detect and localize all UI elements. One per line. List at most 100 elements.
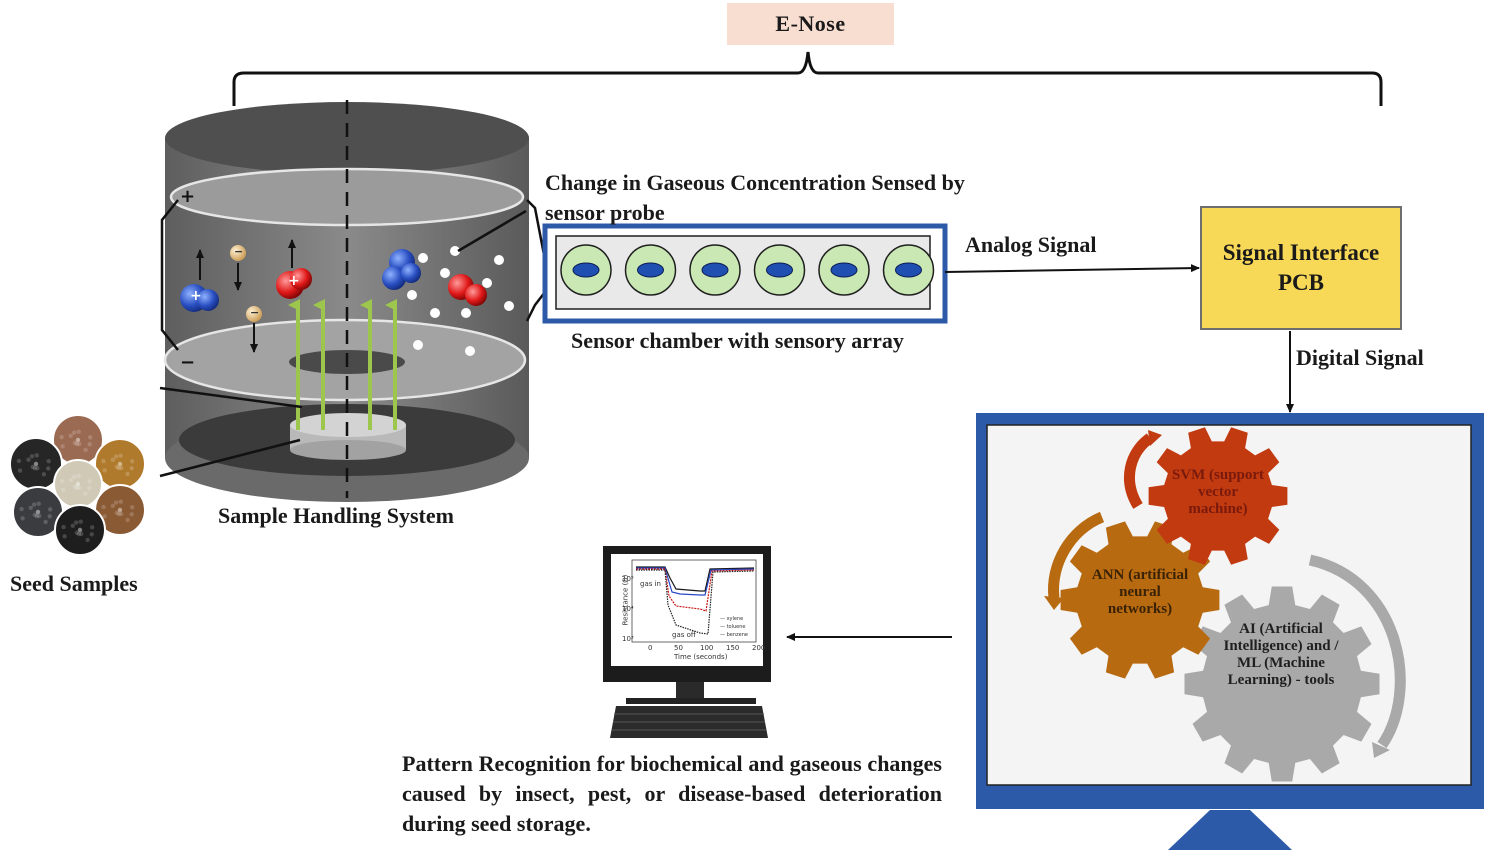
seed-grain: [72, 440, 78, 446]
gas-molecules: [180, 245, 514, 356]
seed-grain: [28, 505, 33, 511]
signal-interface-pcb: Signal Interface PCB: [1200, 206, 1402, 330]
cation-red-sign: +: [288, 273, 300, 289]
pointer-lines: [159, 199, 547, 478]
seed-grain: [78, 519, 83, 524]
plot-series-blue: [636, 567, 755, 596]
seed-grain: [68, 477, 74, 483]
seed-grain: [87, 442, 92, 447]
seed-grain: [83, 447, 88, 453]
seed-grain: [31, 502, 37, 507]
seed-grain: [116, 465, 122, 471]
seed-grain: [74, 441, 80, 447]
plot-gas-off: gas off: [672, 631, 696, 639]
seed-grain: [46, 466, 51, 471]
seed-grain: [110, 503, 115, 509]
plot-y-tick: 10⁵: [622, 575, 634, 583]
seed-grain: [113, 454, 119, 459]
ai-ml-gear-label: AI (Artificial Intelligence) and / ML (M…: [1223, 621, 1339, 688]
seed-grain: [77, 441, 82, 447]
seed-black-2: [54, 504, 106, 556]
plot-x-tick: 0: [648, 644, 653, 652]
sensor-core: [701, 262, 729, 278]
seed-grain: [125, 517, 130, 523]
seed-grain: [74, 530, 80, 536]
pcb-line1: Signal Interface: [1222, 240, 1380, 265]
cation-blue-sign: +: [190, 288, 202, 304]
seed-grain: [37, 513, 42, 519]
seed-grain: [33, 461, 39, 467]
seed-grain: [101, 458, 106, 464]
sensor-array: [560, 244, 935, 296]
seed-grain: [79, 531, 84, 537]
seed-grain: [129, 466, 134, 471]
seed-grain: [34, 453, 39, 458]
seed-grain: [61, 487, 66, 493]
sensor-chamber: [542, 223, 948, 324]
sensor-core: [766, 262, 793, 278]
seed-grain: [130, 459, 135, 464]
seed-grain: [70, 523, 75, 529]
seed-grain: [90, 525, 95, 530]
sensor-chamber-label: Sensor chamber with sensory array: [571, 328, 904, 353]
seed-grain: [29, 454, 35, 459]
seed-grain: [47, 514, 52, 519]
plus-sign-top: +: [180, 186, 196, 207]
seed-grain: [114, 510, 120, 516]
plot-xlabel: Time (seconds): [674, 653, 728, 661]
seed-grain: [33, 461, 39, 467]
seed-grain: [76, 531, 82, 537]
seed-grain: [113, 500, 119, 505]
seed-grain: [32, 512, 38, 518]
seed-grain: [83, 491, 88, 496]
seed-grain: [88, 435, 93, 440]
seed-grain: [75, 481, 81, 487]
sample-handling-label: Sample Handling System: [218, 503, 454, 528]
seed-grain: [110, 457, 115, 463]
seed-grain: [130, 505, 135, 510]
anion-sign-2: −: [250, 306, 260, 319]
seed-grain: [60, 479, 65, 484]
sensor-core: [830, 262, 858, 278]
enose-title: E-Nose: [727, 3, 894, 45]
seed-grain: [33, 461, 39, 467]
seed-grain: [35, 509, 41, 515]
seed-sample-cluster: [9, 414, 146, 556]
seed-grain: [73, 520, 79, 525]
seed-grain: [71, 430, 77, 435]
seed-grain: [101, 504, 106, 510]
seed-grain: [87, 485, 92, 491]
seed-grain: [72, 474, 77, 480]
plot-legend-item: — toluene: [720, 624, 746, 630]
plot-y-tick: 10³: [622, 635, 634, 643]
seed-grain: [85, 537, 90, 543]
seed-grain: [129, 512, 134, 517]
seed-grain: [68, 433, 73, 439]
cycle-arrows: [1044, 430, 1406, 758]
seed-grain: [117, 507, 123, 513]
seed-grain: [117, 461, 123, 467]
seed-grain: [75, 481, 81, 487]
seed-grain: [77, 527, 83, 533]
analog-signal-label: Analog Signal: [965, 232, 1097, 257]
seed-grain: [60, 444, 65, 449]
seed-grain: [41, 472, 47, 477]
ion-motion-arrows: [196, 239, 296, 353]
seed-grain: [43, 519, 48, 525]
seed-grain: [62, 534, 67, 539]
digital-signal-label: Digital Signal: [1296, 345, 1424, 370]
svm-gear-label: SVM (support vector machine): [1171, 467, 1265, 517]
ann-gear: [1060, 521, 1220, 679]
seed-grain: [35, 509, 41, 515]
seed-grain: [125, 471, 130, 477]
seed-grain: [116, 511, 122, 517]
seed-grain: [16, 458, 22, 464]
seed-grain: [117, 507, 123, 513]
gas-concentration-label: Change in Gaseous Concentration Sensed b…: [545, 170, 965, 225]
plot-gas-in: gas in: [640, 580, 661, 588]
seed-grain: [77, 527, 83, 533]
seed-grain: [119, 511, 124, 517]
plot-series-black: [636, 569, 755, 635]
seed-grain: [89, 532, 94, 537]
seed-grain: [35, 465, 40, 471]
